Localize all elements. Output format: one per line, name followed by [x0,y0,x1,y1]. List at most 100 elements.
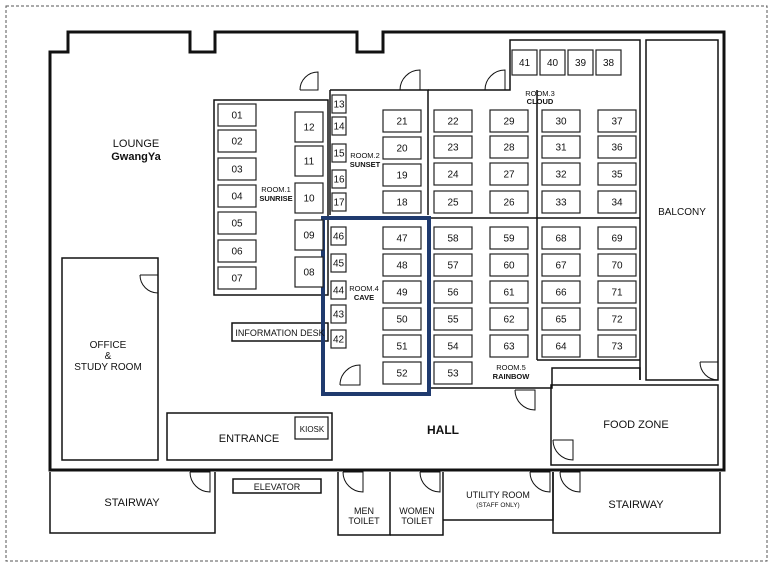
seat-43[interactable]: 43 [330,304,347,324]
seat-53[interactable]: 53 [433,361,473,385]
kiosk[interactable] [294,416,329,440]
seat-box[interactable] [294,111,324,143]
seat-box[interactable] [597,307,637,331]
seat-11[interactable]: 11 [294,145,324,177]
seat-45[interactable]: 45 [330,253,347,273]
seat-10[interactable]: 10 [294,182,324,214]
seat-box[interactable] [433,226,473,250]
seat-box[interactable] [541,190,581,214]
seat-box[interactable] [597,226,637,250]
seat-box[interactable] [433,135,473,159]
seat-box[interactable] [489,190,529,214]
seat-16[interactable]: 16 [331,169,347,189]
seat-15[interactable]: 15 [331,143,347,163]
seat-box[interactable] [330,304,347,324]
seat-box[interactable] [541,109,581,133]
seat-30[interactable]: 30 [541,109,581,133]
seat-box[interactable] [597,135,637,159]
seat-box[interactable] [433,109,473,133]
seat-67[interactable]: 67 [541,253,581,277]
seat-49[interactable]: 49 [382,280,422,304]
seat-box[interactable] [433,280,473,304]
seat-40[interactable]: 40 [539,49,566,76]
seat-31[interactable]: 31 [541,135,581,159]
seat-box[interactable] [541,162,581,186]
seat-37[interactable]: 37 [597,109,637,133]
seat-73[interactable]: 73 [597,334,637,358]
seat-20[interactable]: 20 [382,136,422,160]
seat-02[interactable]: 02 [217,129,257,153]
seat-box[interactable] [567,49,594,76]
seat-54[interactable]: 54 [433,334,473,358]
seat-box[interactable] [294,145,324,177]
seat-08[interactable]: 08 [294,256,324,288]
seat-13[interactable]: 13 [331,94,347,114]
seat-41[interactable]: 41 [511,49,538,76]
seat-box[interactable] [433,361,473,385]
seat-box[interactable] [382,163,422,187]
seat-box[interactable] [382,361,422,385]
seat-box[interactable] [382,307,422,331]
seat-33[interactable]: 33 [541,190,581,214]
seat-01[interactable]: 01 [217,103,257,127]
seat-61[interactable]: 61 [489,280,529,304]
seat-box[interactable] [489,109,529,133]
seat-71[interactable]: 71 [597,280,637,304]
seat-59[interactable]: 59 [489,226,529,250]
seat-60[interactable]: 60 [489,253,529,277]
seat-box[interactable] [382,280,422,304]
seat-39[interactable]: 39 [567,49,594,76]
seat-box[interactable] [489,226,529,250]
seat-63[interactable]: 63 [489,334,529,358]
seat-09[interactable]: 09 [294,219,324,251]
seat-box[interactable] [331,94,347,114]
seat-box[interactable] [489,135,529,159]
seat-box[interactable] [330,280,347,300]
seat-box[interactable] [331,116,347,136]
seat-box[interactable] [217,211,257,235]
seat-66[interactable]: 66 [541,280,581,304]
seat-box[interactable] [489,280,529,304]
seat-22[interactable]: 22 [433,109,473,133]
seat-box[interactable] [595,49,622,76]
seat-box[interactable] [541,226,581,250]
seat-38[interactable]: 38 [595,49,622,76]
seat-box[interactable] [330,226,347,246]
seat-35[interactable]: 35 [597,162,637,186]
seat-box[interactable] [217,157,257,181]
seat-box[interactable] [597,253,637,277]
seat-12[interactable]: 12 [294,111,324,143]
seat-box[interactable] [330,253,347,273]
seat-box[interactable] [382,136,422,160]
seat-box[interactable] [597,190,637,214]
seat-box[interactable] [382,190,422,214]
seat-box[interactable] [489,334,529,358]
seat-box[interactable] [489,253,529,277]
seat-58[interactable]: 58 [433,226,473,250]
seat-26[interactable]: 26 [489,190,529,214]
seat-box[interactable] [330,329,347,349]
seat-70[interactable]: 70 [597,253,637,277]
seat-05[interactable]: 05 [217,211,257,235]
seat-box[interactable] [331,192,347,212]
seat-box[interactable] [541,280,581,304]
seat-64[interactable]: 64 [541,334,581,358]
seat-box[interactable] [433,162,473,186]
seat-box[interactable] [382,109,422,133]
seat-box[interactable] [489,162,529,186]
seat-55[interactable]: 55 [433,307,473,331]
seat-65[interactable]: 65 [541,307,581,331]
seat-box[interactable] [539,49,566,76]
seat-box[interactable] [294,256,324,288]
seat-23[interactable]: 23 [433,135,473,159]
seat-21[interactable]: 21 [382,109,422,133]
seat-box[interactable] [597,162,637,186]
seat-box[interactable] [541,334,581,358]
seat-57[interactable]: 57 [433,253,473,277]
seat-box[interactable] [382,253,422,277]
seat-29[interactable]: 29 [489,109,529,133]
seat-50[interactable]: 50 [382,307,422,331]
seat-44[interactable]: 44 [330,280,347,300]
seat-box[interactable] [433,190,473,214]
seat-box[interactable] [597,109,637,133]
